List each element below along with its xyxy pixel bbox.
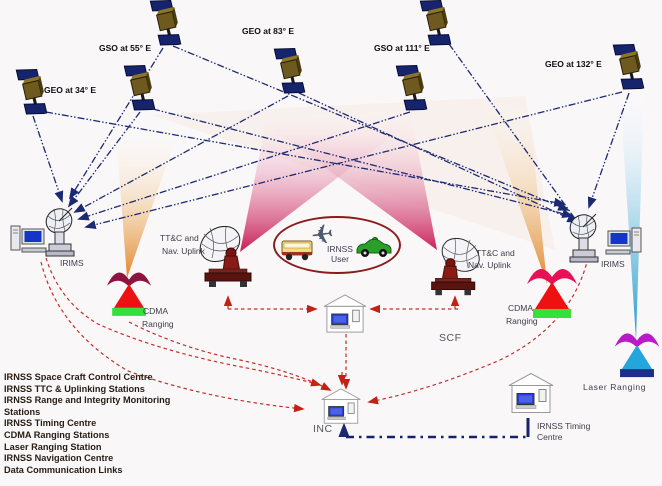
ttc-left-label-line1: TT&C and bbox=[160, 233, 199, 243]
satellite-gso-55-upper-icon bbox=[147, 0, 187, 54]
irims-right-label: IRIMS bbox=[601, 259, 625, 269]
cdma-left-antenna-icon bbox=[106, 264, 152, 325]
irnss-user-label-line1: IRNSS bbox=[327, 244, 353, 254]
laser-ranging-label: Laser Ranging bbox=[583, 382, 647, 392]
laser-ranging-antenna-icon bbox=[612, 328, 662, 383]
cdma-left-label-line1: CDMA bbox=[143, 306, 169, 316]
legend-line: Stations bbox=[4, 406, 41, 417]
satellite-data-links bbox=[32, 43, 630, 230]
timing-link bbox=[338, 418, 530, 439]
scf-building-icon bbox=[321, 294, 369, 339]
legend: IRNSS Space Craft Control Centre IRNSS T… bbox=[4, 372, 254, 476]
satellite-label-geo34: GEO at 34° E bbox=[44, 85, 97, 95]
legend-line: IRNSS Space Craft Control Centre bbox=[4, 372, 153, 382]
irims-left-computer-icon bbox=[10, 224, 50, 259]
irnss-user-ellipse bbox=[273, 216, 401, 274]
legend-line: IRNSS Navigation Centre bbox=[4, 453, 114, 464]
ttc-left-dish-icon bbox=[196, 225, 254, 295]
irims-right-computer-icon bbox=[602, 226, 642, 261]
cdma-ranging-beam-right bbox=[482, 99, 547, 284]
satellite-geo-132-icon bbox=[610, 39, 650, 99]
satellite-gso-111-lower-icon bbox=[393, 60, 433, 120]
satellite-label-gso55: GSO at 55° E bbox=[99, 43, 152, 53]
irims-right-dish-icon bbox=[566, 212, 602, 269]
ttc-right-dish-icon bbox=[428, 237, 484, 303]
laser-ranging-beam bbox=[620, 93, 644, 340]
nav-uplink-beam-right bbox=[258, 110, 437, 250]
satellite-label-geo83: GEO at 83° E bbox=[242, 26, 295, 36]
irims-left-dish-icon bbox=[42, 206, 78, 263]
ttc-left-label-line2: Nav. Uplink bbox=[162, 246, 205, 256]
inc-label: INC bbox=[313, 423, 333, 435]
timing-centre-label-line1: IRNSS Timing bbox=[537, 421, 591, 431]
irnss-user-label-line2: User bbox=[331, 254, 349, 264]
legend-line: IRNSS TTC & Uplinking Stations bbox=[4, 383, 145, 394]
cdma-right-label-line2: Ranging bbox=[506, 316, 538, 326]
cdma-right-label-line1: CDMA bbox=[508, 303, 534, 313]
legend-line: IRNSS Range and Integrity Monitoring bbox=[4, 395, 171, 406]
satellite-geo-83-icon bbox=[271, 43, 311, 103]
satellite-gso-111-upper-icon bbox=[417, 0, 457, 54]
irims-left-label: IRIMS bbox=[60, 258, 84, 268]
cdma-left-label-line2: Ranging bbox=[142, 319, 174, 329]
bus-icon bbox=[281, 237, 315, 268]
ttc-right-label-line1: TT&C and bbox=[476, 248, 515, 258]
scf-label: SCF bbox=[439, 332, 462, 344]
satellite-geo-34-icon bbox=[13, 64, 53, 124]
timing-centre-label-line2: Centre bbox=[537, 432, 563, 442]
timing-centre-building-icon bbox=[508, 370, 554, 422]
scf-ground-links bbox=[40, 257, 589, 413]
legend-line: Data Communication Links bbox=[4, 464, 123, 475]
car-icon bbox=[355, 236, 393, 265]
cdma-ranging-beam-left bbox=[116, 127, 180, 278]
legend-line: IRNSS Timing Centre bbox=[4, 418, 97, 429]
legend-line: Laser Ranging Station bbox=[4, 441, 102, 452]
legend-line: CDMA Ranging Stations bbox=[4, 429, 110, 440]
satellite-label-gso111: GSO at 111° E bbox=[374, 43, 430, 53]
satellite-gso-55-lower-icon bbox=[121, 60, 161, 120]
inc-building-icon bbox=[319, 388, 363, 430]
cdma-right-antenna-icon bbox=[526, 263, 578, 324]
satellite-label-geo132: GEO at 132° E bbox=[545, 59, 602, 69]
ttc-right-label-line2: Nav. Uplink bbox=[468, 260, 511, 270]
